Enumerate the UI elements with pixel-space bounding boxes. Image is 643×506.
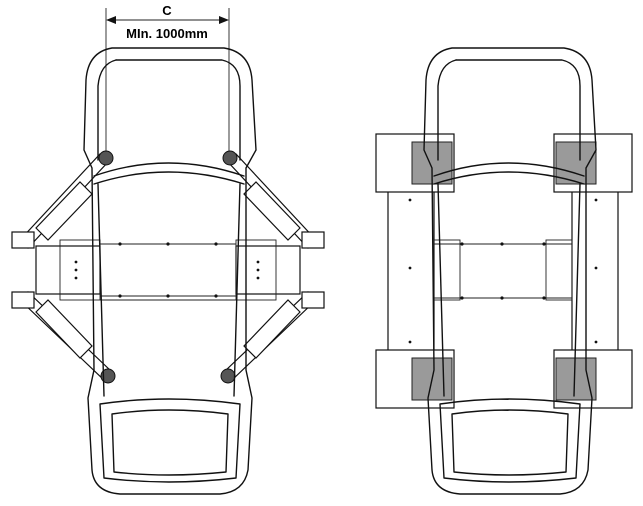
left-car-outline bbox=[83, 47, 257, 495]
car-body bbox=[423, 47, 597, 495]
arm-rear-left-inner bbox=[35, 299, 93, 359]
left-lift-base bbox=[35, 239, 301, 301]
car-rear-window bbox=[111, 409, 229, 476]
car-body bbox=[83, 47, 257, 495]
right-base-hole bbox=[408, 266, 412, 270]
right-base-hole bbox=[408, 198, 412, 202]
car-windshield-inner bbox=[93, 171, 245, 185]
lift-pad-icon bbox=[98, 150, 114, 166]
right-base-hole bbox=[542, 296, 546, 300]
car-windshield bbox=[93, 162, 245, 177]
right-base-hole bbox=[460, 296, 464, 300]
car-hood-line-left bbox=[97, 59, 117, 161]
left-base-hole bbox=[74, 276, 78, 280]
dimension-arrow-left bbox=[106, 16, 116, 24]
dimension-letter: C bbox=[162, 3, 172, 18]
right-base-hole bbox=[594, 340, 598, 344]
right-base-hole bbox=[460, 242, 464, 246]
arm-pivot bbox=[11, 231, 35, 249]
arm-pivot bbox=[301, 231, 325, 249]
right-base-hole bbox=[594, 198, 598, 202]
dimension-annotation: C MIn. 1000mm bbox=[105, 3, 230, 160]
left-base-hole bbox=[166, 294, 170, 298]
left-base-hole bbox=[256, 276, 260, 280]
car-hood-line bbox=[115, 59, 241, 161]
right-lift-view bbox=[375, 47, 633, 495]
arm-rear-right-inner bbox=[243, 299, 301, 359]
left-swing-arms bbox=[11, 150, 325, 384]
right-base-hole bbox=[408, 340, 412, 344]
right-lift-base bbox=[387, 189, 619, 353]
right-post-left bbox=[433, 239, 461, 301]
car-rear-window bbox=[451, 409, 569, 476]
left-base-hole bbox=[256, 260, 260, 264]
left-base-hole bbox=[74, 268, 78, 272]
lift-pad-icon bbox=[220, 368, 236, 384]
arm-front-right-inner bbox=[243, 181, 301, 241]
right-car-outline bbox=[423, 47, 597, 495]
dimension-text: MIn. 1000mm bbox=[126, 26, 208, 41]
left-lift-view bbox=[11, 47, 325, 495]
car-windshield-inner bbox=[433, 171, 585, 185]
car-trunk bbox=[439, 398, 581, 483]
wheel-pad-rear-right bbox=[555, 357, 597, 401]
arm-front-left-inner bbox=[35, 181, 93, 241]
dimension-arrow-right bbox=[219, 16, 229, 24]
runway-left bbox=[387, 189, 435, 353]
car-trunk bbox=[99, 398, 241, 483]
lift-pad-icon bbox=[100, 368, 116, 384]
car-windshield bbox=[433, 162, 585, 177]
arm-pivot bbox=[301, 291, 325, 309]
car-side-left bbox=[437, 183, 445, 397]
right-base-hole bbox=[500, 242, 504, 246]
car-side-left bbox=[97, 183, 105, 397]
left-base-hole bbox=[118, 294, 122, 298]
car-side-right bbox=[573, 183, 581, 397]
car-hood-line-left bbox=[437, 59, 457, 161]
left-base-hole bbox=[166, 242, 170, 246]
right-post-right bbox=[545, 239, 573, 301]
left-carriage-left bbox=[35, 245, 101, 295]
right-base-hole bbox=[594, 266, 598, 270]
right-base-hole bbox=[500, 296, 504, 300]
left-base-hole bbox=[214, 242, 218, 246]
arm-pivot bbox=[11, 291, 35, 309]
left-base-hole bbox=[256, 268, 260, 272]
right-base-hole bbox=[542, 242, 546, 246]
left-base-hole bbox=[74, 260, 78, 264]
car-side-right bbox=[233, 183, 241, 397]
lift-pad-icon bbox=[222, 150, 238, 166]
left-base-hole bbox=[118, 242, 122, 246]
left-post-right bbox=[235, 239, 277, 301]
car-hood-line bbox=[455, 59, 581, 161]
wheel-pad-front-left bbox=[411, 141, 453, 185]
left-base-hole bbox=[214, 294, 218, 298]
